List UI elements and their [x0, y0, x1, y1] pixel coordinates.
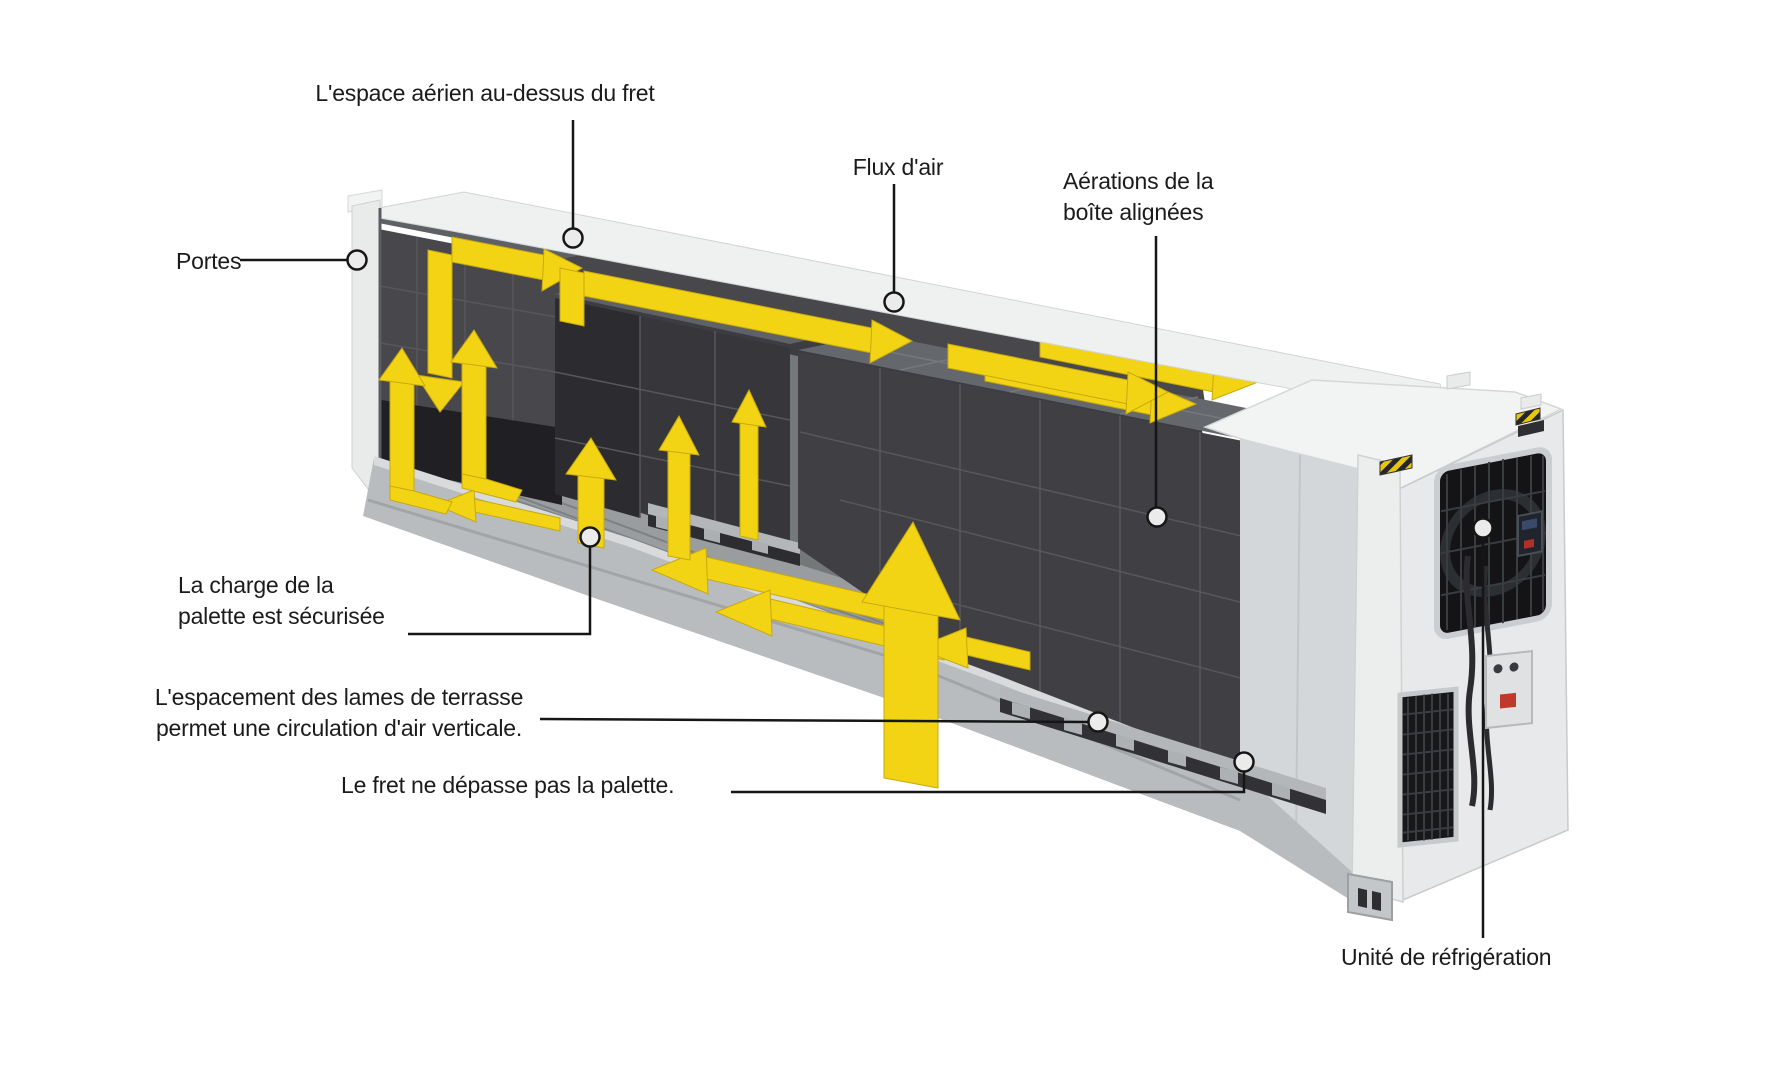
- hazard-stripe-chip: [1379, 454, 1413, 476]
- label-box-vents: Aérations de la boîte alignées: [1063, 168, 1214, 225]
- airflow-arrows-ceiling: [414, 236, 1170, 415]
- airflow-arrows-vertical: [378, 329, 961, 789]
- callout-dot-airflow: [883, 291, 905, 313]
- label-pallet-load: La charge de la palette est sécurisée: [178, 572, 385, 629]
- callout-line-deck-spacing: [539, 717, 1090, 724]
- label-deck-spacing: L'espacement des lames de terrasse perme…: [154, 684, 524, 741]
- callouts: [240, 120, 1494, 938]
- callout-line-cargo-height: [731, 771, 1246, 794]
- label-cargo-height: Le fret ne dépasse pas la palette.: [341, 772, 675, 798]
- callout-dot-deck-spacing: [1087, 711, 1109, 733]
- callout-dot-doors: [346, 249, 368, 271]
- label-airflow: Flux d'air: [852, 154, 944, 180]
- label-airspace: L'espace aérien au-dessus du fret: [315, 80, 655, 106]
- hazard-stripe-chip: [1515, 407, 1541, 426]
- label-refrigeration: Unité de réfrigération: [1341, 944, 1552, 970]
- bottom-rail: [363, 458, 1360, 906]
- unit-cables: [1463, 555, 1478, 807]
- unit-control-panel: [1517, 510, 1543, 558]
- corner-post: [1351, 454, 1404, 903]
- corner-casting: [1347, 872, 1393, 922]
- callout-dot-airspace: [562, 227, 584, 249]
- unit-lower-grille: [1397, 686, 1459, 848]
- callout-dot-pallet-load: [579, 526, 601, 548]
- callout-dot-box-vents: [1146, 506, 1168, 528]
- callout-dot-cargo-height: [1233, 751, 1255, 773]
- red-button: [1500, 692, 1516, 709]
- callout-dot-refrigeration: [1472, 517, 1494, 539]
- unit-power-panel: [1485, 650, 1533, 730]
- label-doors: Portes: [176, 248, 242, 274]
- cargo-stack-right: [798, 352, 1326, 790]
- unit-model-plate: [1518, 420, 1544, 437]
- callout-line-pallet-load: [408, 546, 592, 636]
